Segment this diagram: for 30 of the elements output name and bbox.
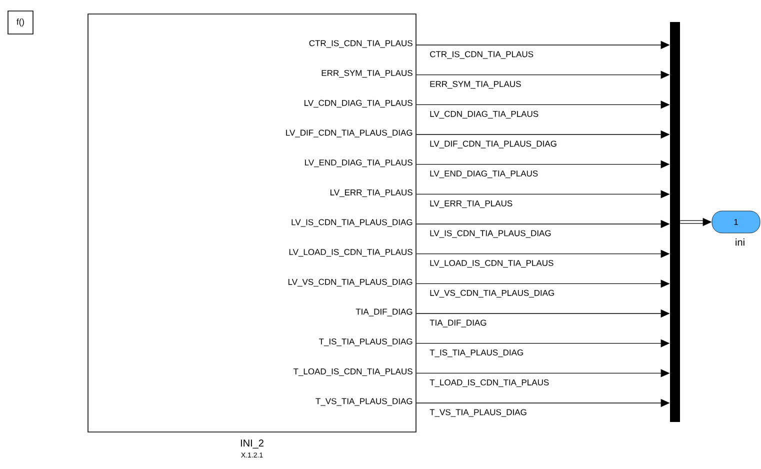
edge-label: LV_VS_CDN_TIA_PLAUS_DIAG [428, 288, 556, 298]
block-caption: INI_2 [240, 440, 264, 448]
edge-label: LV_LOAD_IS_CDN_TIA_PLAUS [428, 258, 555, 269]
port-label: T_VS_TIA_PLAUS_DIAG [316, 398, 412, 406]
port-label: LV_IS_CDN_TIA_PLAUS_DIAG [292, 219, 412, 227]
port-label: LV_CDN_DIAG_TIA_PLAUS [304, 100, 412, 108]
edge-label: CTR_IS_CDN_TIA_PLAUS [428, 50, 535, 60]
port-label: LV_LOAD_IS_CDN_TIA_PLAUS [289, 249, 412, 257]
port-label: CTR_IS_CDN_TIA_PLAUS [309, 40, 412, 48]
function-block: f() [8, 10, 34, 34]
port-label: LV_DIF_CDN_TIA_PLAUS_DIAG [286, 130, 412, 138]
port-label: ERR_SYM_TIA_PLAUS [322, 70, 412, 78]
block-caption: ini [736, 238, 744, 246]
edge-label: LV_IS_CDN_TIA_PLAUS_DIAG [428, 229, 552, 239]
port-label: LV_END_DIAG_TIA_PLAUS [305, 160, 412, 168]
edge-label: LV_CDN_DIAG_TIA_PLAUS [428, 110, 540, 120]
edge-label: ERR_SYM_TIA_PLAUS [428, 80, 522, 90]
port-label: LV_ERR_TIA_PLAUS [330, 189, 412, 198]
outport-block: 1 [712, 210, 760, 234]
port-label: LV_VS_CDN_TIA_PLAUS_DIAG [288, 278, 412, 287]
edge-label: T_LOAD_IS_CDN_TIA_PLAUS [428, 378, 550, 388]
edge-label: LV_DIF_CDN_TIA_PLAUS_DIAG [428, 140, 558, 150]
port-label: T_IS_TIA_PLAUS_DIAG [318, 338, 412, 346]
port-label: TIA_DIF_DIAG [356, 308, 412, 316]
edge-label: T_IS_TIA_PLAUS_DIAG [428, 348, 525, 358]
edge-label: T_VS_TIA_PLAUS_DIAG [428, 408, 528, 418]
edge-label: LV_END_DIAG_TIA_PLAUS [428, 169, 540, 180]
edge-label: TIA_DIF_DIAG [428, 318, 488, 328]
edge-label: LV_ERR_TIA_PLAUS [428, 199, 514, 209]
port-label: T_LOAD_IS_CDN_TIA_PLAUS [293, 368, 412, 376]
